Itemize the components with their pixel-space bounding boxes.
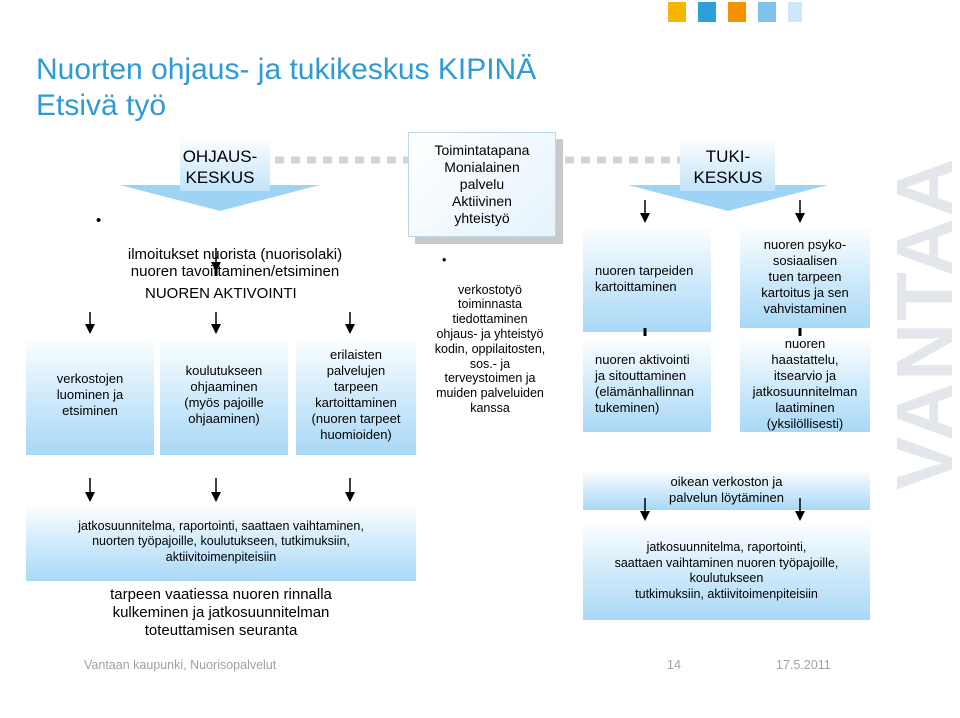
- left-box-1: verkostojen luominen ja etsiminen: [26, 335, 154, 455]
- arrow-head: [211, 324, 221, 334]
- tuki-header: TUKI- KESKUS: [693, 147, 763, 187]
- arrow-head: [640, 213, 650, 223]
- title-line-1: Nuorten ohjaus- ja tukikeskus KIPINÄ: [36, 53, 537, 86]
- bottom-right-text: jatkosuunnitelma, raportointi, saattaen …: [614, 540, 839, 601]
- left-box-1-text: verkostojen luominen ja etsiminen: [56, 371, 124, 418]
- bottom-left-note: tarpeen vaatiessa nuoren rinnalla kulkem…: [110, 586, 332, 639]
- bottom-left-box: jatkosuunnitelma, raportointi, saattaen …: [26, 503, 416, 581]
- left-box-3: erilaisten palvelujen tarpeen kartoittam…: [296, 335, 416, 455]
- vantaa-watermark: VANTAA: [880, 157, 960, 490]
- center-card-text: Toimintatapana Monialainen palvelu Aktii…: [434, 142, 530, 226]
- decor-square-yellow: [668, 2, 686, 22]
- tuki-triangle: [628, 185, 828, 211]
- right-wide-box: oikean verkoston ja palvelun löytäminen: [583, 470, 870, 510]
- footer-org: Vantaan kaupunki, Nuorisopalvelut: [84, 658, 277, 672]
- arrow-head: [795, 213, 805, 223]
- bullet-dot: •: [96, 212, 102, 229]
- bottom-left-top-text: jatkosuunnitelma, raportointi, saattaen …: [78, 518, 364, 564]
- tuki-header-box: [680, 137, 775, 191]
- title-line-2: Etsivä työ: [36, 89, 167, 122]
- center-card: Toimintatapana Monialainen palvelu Aktii…: [408, 132, 556, 237]
- footer-page: 14: [667, 658, 681, 672]
- aktivointi-label: NUOREN AKTIVOINTI: [145, 285, 297, 302]
- decor-square-blue: [698, 2, 716, 22]
- arrow-head: [345, 324, 355, 334]
- right-col2-top-text: nuoren psyko- sosiaalisen tuen tarpeen k…: [761, 236, 849, 316]
- arrow-head: [640, 511, 650, 521]
- center-bullet-dot: •: [442, 253, 447, 267]
- decor-square-light-blue: [758, 2, 776, 22]
- right-col2-box-bottom: nuoren haastattelu, itsearvio ja jatkosu…: [740, 336, 870, 432]
- left-bullet-text: ilmoitukset nuorista (nuorisolaki) nuore…: [127, 246, 343, 280]
- arrow-head: [211, 492, 221, 502]
- left-box-2: koulutukseen ohjaaminen (myös pajoille o…: [160, 335, 288, 455]
- ohjaus-header-box: [180, 137, 270, 191]
- ohjaus-header: OHJAUS- KESKUS: [182, 147, 258, 187]
- right-col1-box-bottom: nuoren aktivointi ja sitouttaminen (eläm…: [583, 336, 711, 432]
- decor-square-pale-blue: [788, 2, 802, 22]
- center-bullet: • verkostotyö toiminnasta tiedottaminen …: [420, 253, 560, 416]
- right-col1-box-top: nuoren tarpeiden kartoittaminen: [583, 225, 711, 332]
- page-title: Nuorten ohjaus- ja tukikeskus KIPINÄ Ets…: [36, 52, 536, 124]
- arrow-head: [795, 511, 805, 521]
- arrow-head: [85, 324, 95, 334]
- arrow-head: [211, 262, 221, 272]
- ohjaus-triangle: [120, 185, 320, 211]
- decor-square-orange: [728, 2, 746, 22]
- left-bullet: • ilmoitukset nuorista (nuorisolaki) nuo…: [96, 212, 370, 280]
- arrow-head: [345, 492, 355, 502]
- left-box-3-text: erilaisten palvelujen tarpeen kartoittam…: [311, 347, 401, 442]
- right-wide-text: oikean verkoston ja palvelun löytäminen: [669, 474, 784, 505]
- footer-date: 17.5.2011: [776, 658, 831, 672]
- center-bullet-text: verkostotyö toiminnasta tiedottaminen oh…: [434, 282, 546, 415]
- watermark-text: VANTAA: [880, 157, 960, 490]
- right-col2-bottom-text: nuoren haastattelu, itsearvio ja jatkosu…: [752, 336, 858, 431]
- bottom-right-box: jatkosuunnitelma, raportointi, saattaen …: [583, 522, 870, 620]
- left-box-2-text: koulutukseen ohjaaminen (myös pajoille o…: [184, 363, 264, 426]
- right-col2-box-top: nuoren psyko- sosiaalisen tuen tarpeen k…: [740, 225, 870, 328]
- arrow-head: [85, 492, 95, 502]
- right-col1-top-text: nuoren tarpeiden kartoittaminen: [595, 262, 694, 294]
- right-col1-bottom-text: nuoren aktivointi ja sitouttaminen (eläm…: [595, 352, 695, 415]
